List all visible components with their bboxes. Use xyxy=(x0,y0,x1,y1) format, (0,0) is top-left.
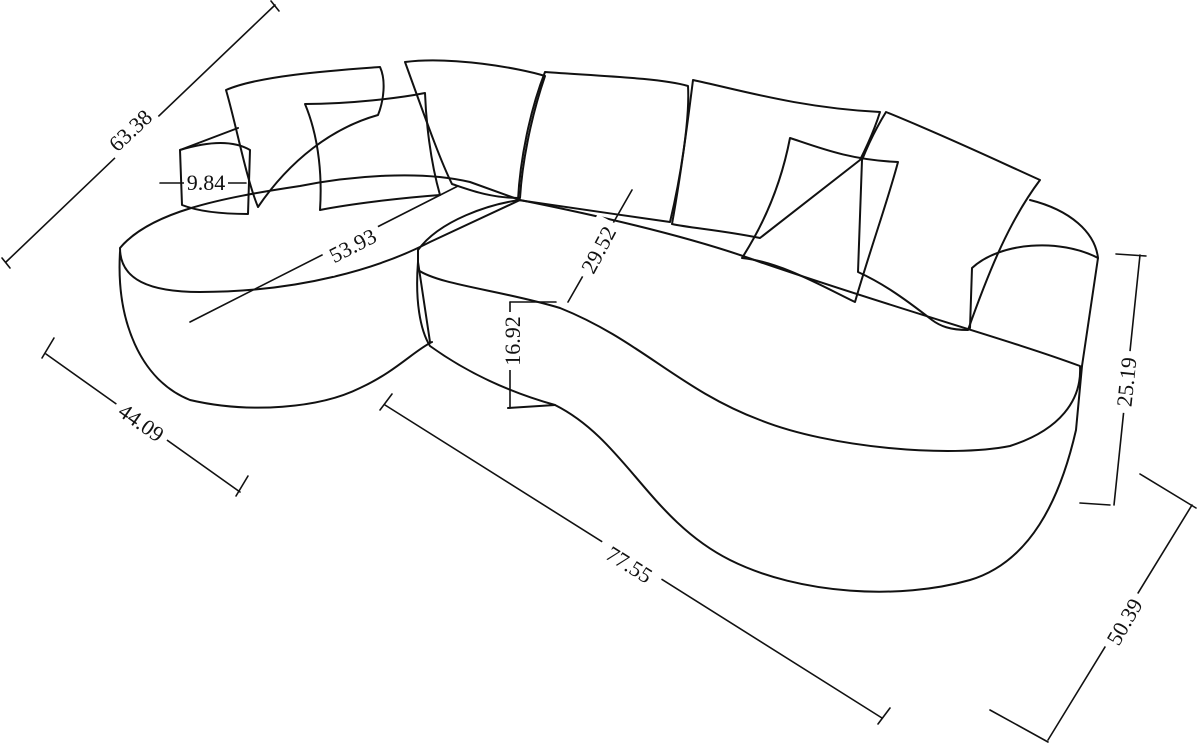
dim-height: 25.19 xyxy=(1111,356,1141,408)
dimension-labels: 63.38 9.84 53.93 29.52 16.92 44.09 77.55… xyxy=(93,93,1157,658)
sofa-outline xyxy=(118,59,1099,593)
dim-armrest-width: 9.84 xyxy=(187,170,226,195)
dim-seat-height: 16.92 xyxy=(500,316,525,366)
